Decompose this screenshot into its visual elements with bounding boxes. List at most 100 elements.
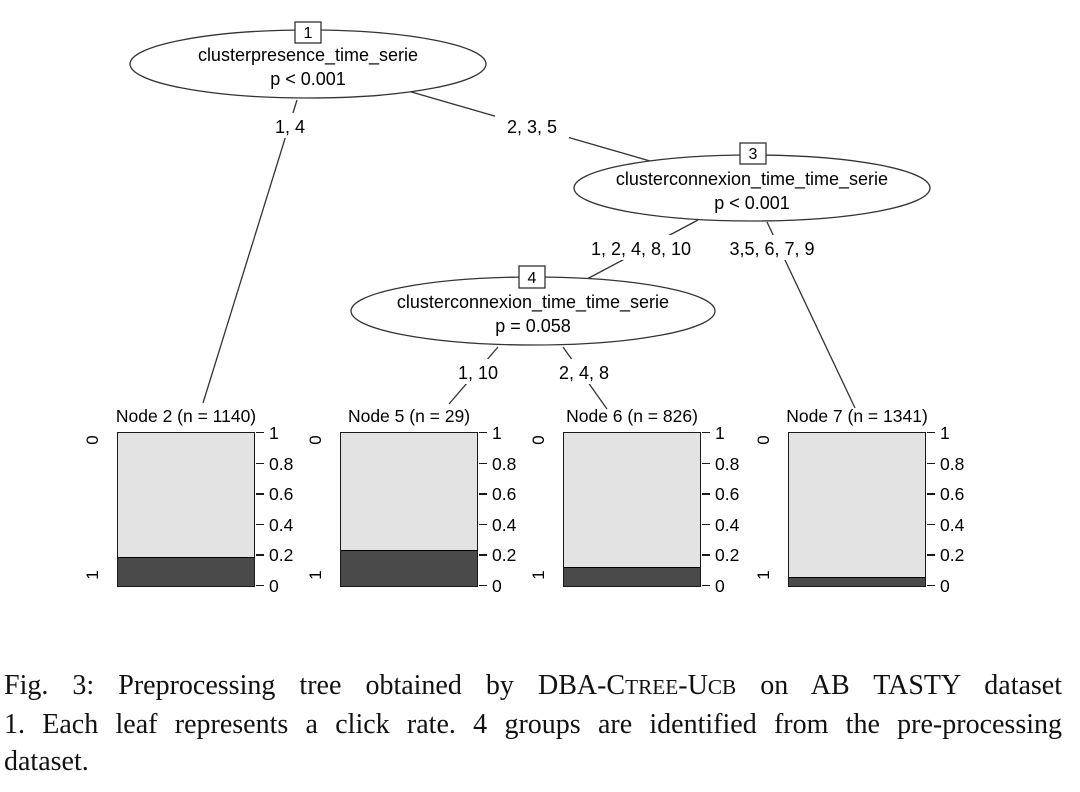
y-axis-tick [927, 554, 935, 556]
y-axis-tick-label: 0.8 [715, 453, 740, 474]
caption-smallcaps-segment: TREE [625, 675, 679, 699]
y-axis-tick-label: 0.4 [492, 514, 517, 535]
category-label-0: 0 [83, 435, 102, 445]
decision-tree-diagram: 1, 4 2, 3, 5 1, 2, 4, 8, 10 3,5, 6, 7, 9… [129, 21, 931, 410]
y-axis-tick [256, 585, 264, 587]
edge-label-bg [585, 235, 697, 260]
terminal-node-7-barplot: Node 7 (n = 1341) 0 1 0 0.2 0.4 0.6 0.8 1 [754, 406, 964, 596]
terminal-node-2-barplot: Node 2 (n = 1140) 0 1 0 0.2 0.4 0.6 0.8 1 [83, 406, 293, 596]
edge-label-right-of-node4: 2, 4, 8 [559, 363, 609, 383]
node-3-id: 3 [749, 146, 758, 163]
category-label-1: 1 [306, 570, 325, 580]
y-axis-tick [479, 554, 487, 556]
category-label-1: 1 [529, 570, 548, 580]
y-axis-tick-label: 0.8 [269, 453, 294, 474]
figure-caption: Fig. 3: Preprocessing tree obtained by D… [4, 667, 1062, 780]
barplot-bar-category-1 [118, 557, 254, 586]
edge-node1-to-node2 [202, 99, 298, 404]
edge-label-left-of-node3: 1, 2, 4, 8, 10 [591, 239, 691, 259]
y-axis-tick-label: 0.2 [269, 545, 294, 566]
y-axis-tick [927, 462, 935, 464]
y-axis-tick [256, 462, 264, 464]
y-axis-tick [702, 585, 710, 587]
y-axis-tick-label: 0.6 [492, 484, 517, 505]
barplot-title-node-6: Node 6 (n = 826) [566, 406, 698, 426]
y-axis-tick-label: 1 [492, 423, 502, 443]
edge-label-bg [547, 359, 621, 384]
y-axis-tick [256, 432, 264, 434]
y-axis-tick [256, 493, 264, 495]
y-axis-tick-label: 0.4 [269, 514, 294, 535]
edge-label-bg [495, 113, 569, 138]
y-axis-tick [927, 432, 935, 434]
y-axis-tick-label: 0.4 [715, 514, 740, 535]
y-axis-tick [702, 493, 710, 495]
node-3-pvalue: p < 0.001 [714, 193, 790, 213]
edge-label-left-of-node1: 1, 4 [275, 117, 305, 137]
barplot-title-node-2: Node 2 (n = 1140) [115, 406, 257, 426]
y-axis-tick-label: 0.8 [940, 453, 965, 474]
terminal-node-5-barplot: Node 5 (n = 29) 0 1 0 0.2 0.4 0.6 0.8 1 [306, 406, 516, 596]
y-axis-tick-label: 1 [715, 423, 725, 443]
y-axis-tick-label: 0 [715, 576, 725, 596]
barplot-title-node-5: Node 5 (n = 29) [347, 406, 471, 426]
barplot-bar-category-1 [789, 577, 925, 586]
caption-smallcaps-segment: CB [707, 675, 737, 699]
node-4-id: 4 [528, 270, 537, 287]
barplot-title-node-7: Node 7 (n = 1341) [786, 406, 928, 426]
y-axis-tick [702, 554, 710, 556]
edge-label-left-of-node4: 1, 10 [458, 363, 498, 383]
edge-label-bg [264, 113, 316, 138]
y-axis-tick-label: 0.2 [940, 545, 965, 566]
node-3-id-box [739, 142, 767, 165]
node-1-id-box [294, 21, 322, 44]
barplot-bar-category-1 [564, 566, 700, 586]
caption-text-segment: -U [678, 670, 708, 701]
node-1-pvalue: p < 0.001 [270, 69, 346, 89]
caption-line-1: Fig. 3: Preprocessing tree obtained by D… [4, 667, 1062, 706]
y-axis-tick-label: 0.6 [715, 484, 740, 505]
category-label-0: 0 [754, 435, 773, 445]
node-1-id: 1 [304, 25, 313, 42]
y-axis-tick-label: 0.6 [940, 484, 965, 505]
category-label-1: 1 [754, 570, 773, 580]
y-axis-tick-label: 0.8 [492, 453, 517, 474]
edge-label-bg [447, 359, 509, 384]
barplot-bar-category-1 [341, 549, 477, 586]
terminal-node-6-barplot: Node 6 (n = 826) 0 1 0 0.2 0.4 0.6 0.8 1 [529, 406, 739, 596]
y-axis-tick-label: 0.6 [269, 484, 294, 505]
caption-line-3: dataset. [4, 746, 89, 777]
category-label-0: 0 [529, 435, 548, 445]
caption-text-segment: on AB TASTY dataset [736, 670, 1063, 701]
category-label-0: 0 [306, 435, 325, 445]
y-axis-tick [479, 462, 487, 464]
edge-label-right-of-node3: 3,5, 6, 7, 9 [729, 239, 814, 259]
node-1-variable: clusterpresence_time_serie [198, 45, 418, 66]
y-axis-tick [927, 585, 935, 587]
y-axis-tick [702, 432, 710, 434]
edge-label-right-of-node1: 2, 3, 5 [507, 117, 557, 137]
y-axis-tick-label: 0 [492, 576, 502, 596]
category-label-1: 1 [83, 570, 102, 580]
y-axis-tick [702, 462, 710, 464]
y-axis-tick-label: 0 [269, 576, 279, 596]
edge-label-bg [721, 235, 823, 260]
y-axis-tick-label: 0 [940, 576, 950, 596]
node-4-variable: clusterconnexion_time_time_serie [397, 292, 669, 313]
caption-text-segment: Fig. 3: Preprocessing tree obtained by D… [4, 670, 626, 701]
node-3-variable: clusterconnexion_time_time_serie [616, 169, 888, 190]
y-axis-tick [479, 585, 487, 587]
y-axis-tick [479, 493, 487, 495]
y-axis-tick [927, 523, 935, 526]
y-axis-tick [256, 523, 264, 526]
y-axis-tick-label: 0.2 [492, 545, 517, 566]
caption-line-2: 1. Each leaf represents a click rate. 4 … [4, 709, 1062, 740]
y-axis-tick-label: 0.2 [715, 545, 740, 566]
y-axis-tick-label: 1 [940, 423, 950, 443]
y-axis-tick [927, 493, 935, 495]
y-axis-tick [702, 523, 710, 526]
y-axis-tick-label: 1 [269, 423, 279, 443]
y-axis-tick-label: 0.4 [940, 514, 965, 535]
y-axis-tick [256, 554, 264, 556]
